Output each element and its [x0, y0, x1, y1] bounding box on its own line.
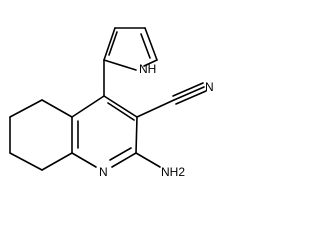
bond-pyridine-c4-c3-double — [107, 102, 135, 121]
bond-pyrrole-c2-c3 — [103, 27, 116, 61]
bond-cyclohexane-c5-c6 — [9, 99, 43, 118]
bond-nitrile-triple-lower — [175, 90, 207, 105]
bonds — [9, 27, 207, 171]
bond-cyclohexane-c8-c8a — [41, 152, 73, 171]
bond-pyrrole-c4-c5-double — [140, 33, 151, 59]
bond-pyridine-n1-c8a — [71, 152, 97, 168]
bond-cyclohexane-c4a-c5 — [41, 99, 73, 118]
chemical-structure-diagram: NH N N NH2 — [9, 27, 214, 179]
amine-label: NH2 — [161, 165, 185, 179]
atom-labels: NH N N NH2 — [99, 62, 214, 179]
bond-nitrile-c3-c — [136, 99, 175, 118]
bond-cyclohexane-c7-c8 — [9, 152, 43, 171]
bond-pyrrole-c4-c5 — [144, 27, 158, 61]
bond-c2-amine — [135, 152, 161, 168]
nitrile-n-label: N — [205, 80, 214, 94]
bond-pyridine-c2-n1 — [111, 152, 137, 168]
bond-pyrrole-n-c2 — [103, 59, 137, 71]
bond-pyridine-c2-n1-double — [109, 147, 132, 161]
bond-pyridine-c4a-c4 — [71, 95, 105, 118]
bond-pyridine-c3-c2 — [135, 116, 138, 154]
bond-pyrrole-c5-n — [143, 59, 158, 67]
bond-nitrile-triple-center — [173, 86, 205, 101]
ring-n-label: N — [99, 165, 108, 179]
bond-pyridine-c4-c3 — [103, 95, 138, 118]
bond-nitrile-triple-upper — [172, 82, 204, 97]
bond-pyrrole-c2-c3-double — [108, 31, 118, 56]
pyrrole-nh-label: NH — [139, 62, 156, 76]
